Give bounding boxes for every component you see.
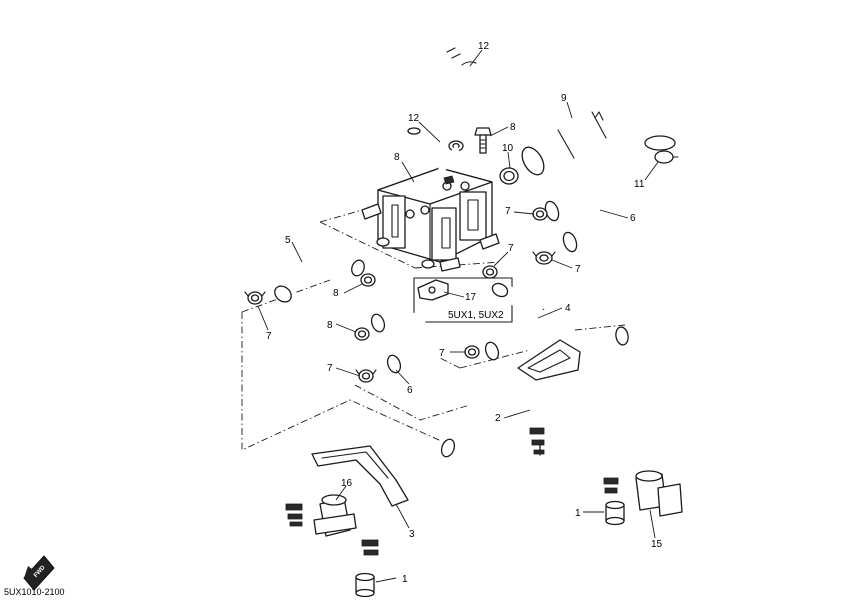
hose-11 (521, 92, 676, 176)
part-labels: 12 12 8 9 10 11 8 7 6 7 7 17 5UX1, 5UX2 … (266, 41, 663, 585)
label-1-bottom: 1 (402, 574, 408, 585)
label-7-lower: 7 (327, 363, 333, 374)
label-11: 9 (561, 93, 567, 104)
hose-13 (407, 10, 495, 147)
label-6-upper: 6 (630, 213, 636, 224)
variant-note: 5UX1, 5UX2 (448, 310, 504, 321)
label-2: 2 (495, 413, 501, 424)
valve-nipples (361, 203, 500, 272)
label-1-right: 1 (575, 508, 581, 519)
label-8-left: 8 (333, 288, 339, 299)
holder-16 (313, 494, 357, 537)
label-7-middle: 7 (439, 348, 445, 359)
hose-6-lower (370, 310, 430, 374)
label-12-seal: 10 (502, 143, 514, 154)
label-6-lower: 6 (407, 385, 413, 396)
label-10: 8 (510, 122, 516, 133)
reed-valve-assembly-9 (376, 146, 493, 269)
hose-4 (484, 282, 545, 361)
label-4: 4 (565, 303, 571, 314)
hose-clamps-8 (354, 207, 548, 341)
label-8-middle: 7 (508, 243, 514, 254)
label-9: 8 (394, 152, 400, 163)
holder-15 (635, 470, 683, 517)
seal-12 (499, 150, 679, 185)
label-14: 12 (408, 113, 420, 124)
label-7-left: 7 (266, 331, 272, 342)
label-5: 5 (285, 235, 291, 246)
hose-3 (235, 438, 456, 556)
label-8-lower: 8 (327, 320, 333, 331)
spring-clamps-7 (244, 251, 556, 383)
leader-lines (257, 49, 659, 583)
label-8-upper-right: 7 (505, 206, 511, 217)
hose-5 (274, 248, 365, 303)
bolt-10 (474, 127, 492, 154)
label-15: 15 (651, 539, 663, 550)
label-7-right: 7 (575, 264, 581, 275)
drawing-code: 5UX1010-2100 (4, 587, 65, 597)
label-12-cap: 11 (634, 179, 645, 190)
hose-2 (517, 326, 629, 494)
label-17: 17 (465, 292, 477, 303)
label-13: 12 (478, 41, 490, 52)
label-16: 16 (341, 478, 353, 489)
fwd-arrow-icon: FWD (23, 555, 55, 591)
label-3: 3 (409, 529, 415, 540)
hose-6-upper (543, 189, 612, 253)
plugs-1 (355, 500, 625, 598)
